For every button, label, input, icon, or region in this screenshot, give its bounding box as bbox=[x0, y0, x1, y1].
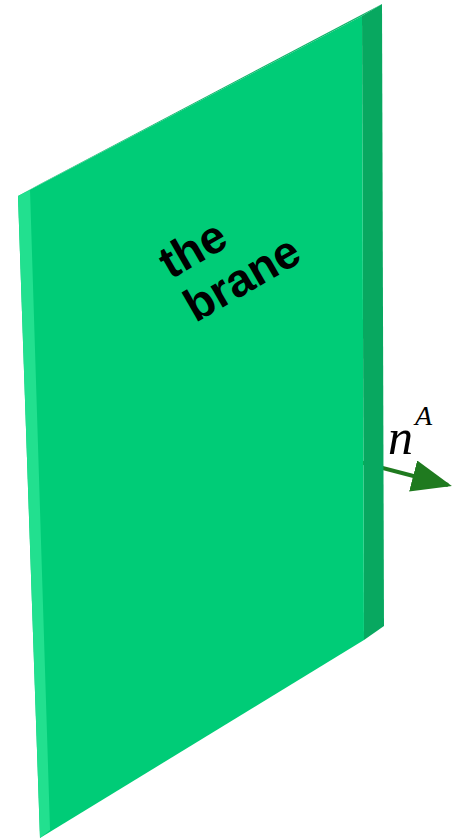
slab-face bbox=[18, 190, 50, 838]
slab-face bbox=[362, 4, 384, 640]
vector-symbol: n bbox=[388, 412, 413, 462]
slab-face bbox=[18, 16, 364, 838]
index-superscript: A bbox=[415, 402, 432, 430]
